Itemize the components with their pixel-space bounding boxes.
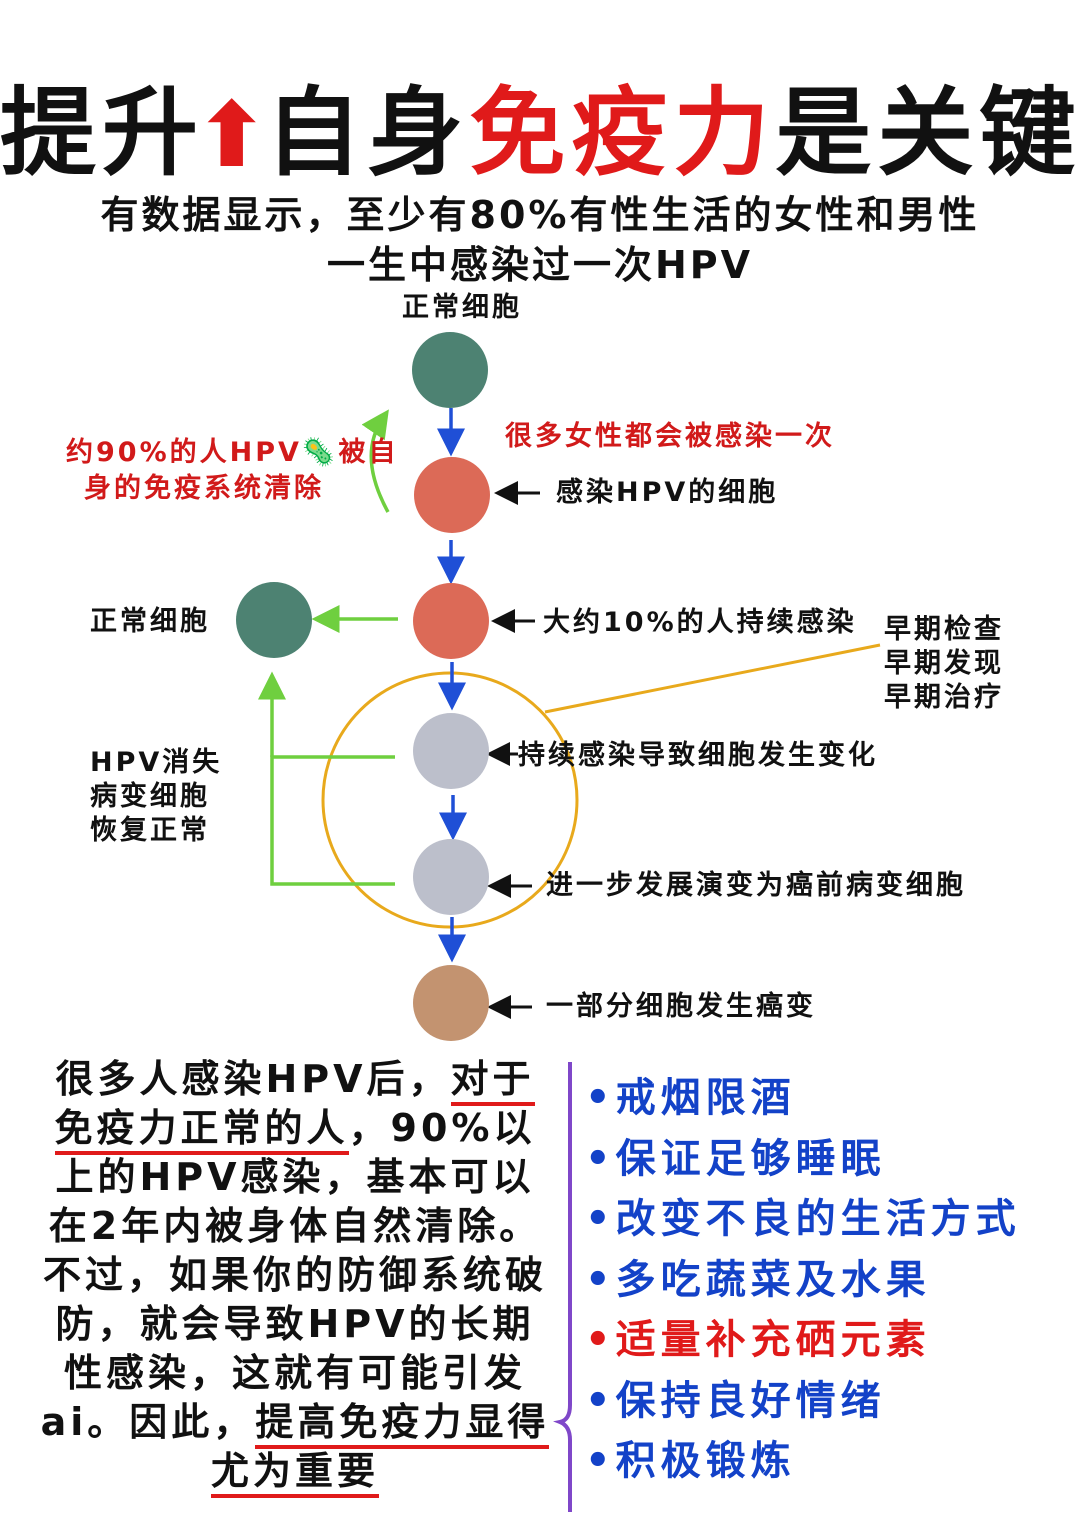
top-normal-label: 正常细胞 [402, 292, 522, 323]
para-underline-2b: 疫力显得尤为重要 [210, 1400, 550, 1498]
changed-cell [413, 713, 489, 789]
recover-line1: HPV消失 [90, 747, 223, 778]
left-normal-label: 正常细胞 [90, 606, 210, 637]
tip-item: •适量补充硒元素 [585, 1317, 931, 1363]
cleared-note-line2: 身的免疫系统清除 [84, 473, 324, 504]
infected-cell-label: 感染HPV的细胞 [556, 477, 779, 508]
title-part3: 是关键 [775, 77, 1080, 189]
up-arrow-icon: ⬆ [194, 83, 276, 188]
arrow-cleared-curve [361, 409, 390, 513]
title-part2: 自身 [265, 77, 470, 189]
tip-item: •保持良好情绪 [585, 1377, 886, 1424]
left-normal-cell [236, 582, 312, 658]
para-text-2: ，90%以上的HPV感染，基本可以在2年内被身体自然清除。不过，如果你的防御系统… [40, 1106, 547, 1444]
tip-item: •积极锻炼 [585, 1438, 796, 1484]
cancer-label: 一部分细胞发生癌变 [546, 991, 816, 1022]
tips-bracket [553, 1062, 572, 1512]
early-detection-connector [544, 643, 881, 714]
cancer-cell [413, 965, 489, 1041]
persistent-infected-cell [413, 583, 489, 659]
precancer-cell [413, 839, 489, 915]
page-title: 提升⬆自身免疫力是关键 [0, 78, 1080, 191]
persistent-label: 大约10%的人持续感染 [543, 607, 857, 638]
subtitle-line2: 一生中感染过一次HPV [326, 243, 754, 287]
para-underline-2a: 提高免 [255, 1400, 382, 1449]
tip-item: •多吃蔬菜及水果 [585, 1256, 931, 1303]
tips-list: •戒烟限酒 •保证足够睡眠 •改变不良的生活方式 •多吃蔬菜及水果 •适量补充硒… [585, 1068, 1021, 1492]
subtitle-line1: 有数据显示，至少有80%有性生活的女性和男性 [100, 193, 980, 237]
early-check-label: 早期检查 [884, 614, 1004, 645]
tip-item: •改变不良的生活方式 [585, 1196, 1021, 1242]
precancer-label: 进一步发展演变为癌前病变细胞 [546, 870, 966, 901]
arrow-recovery-bracket [270, 755, 395, 886]
early-find-label: 早期发现 [884, 648, 1004, 679]
early-detection-ring [321, 671, 579, 929]
title-highlight: 免疫力 [469, 77, 776, 189]
infected-cell [414, 457, 490, 533]
early-treat-label: 早期治疗 [884, 682, 1004, 713]
infect-note: 很多女性都会被感染一次 [505, 421, 835, 452]
change-label: 持续感染导致细胞发生变化 [518, 740, 878, 771]
para-text-1: 很多人感染HPV后， [55, 1057, 451, 1101]
recover-line3: 恢复正常 [90, 815, 210, 846]
para-underline-1b: 免疫力正常的人 [54, 1106, 349, 1155]
normal-cell [412, 332, 488, 408]
explanation-paragraph: 很多人感染HPV后，对于免疫力正常的人，90%以上的HPV感染，基本可以在2年内… [40, 1055, 550, 1498]
tip-item: •戒烟限酒 [585, 1075, 796, 1121]
title-part1: 提升 [0, 77, 204, 189]
tip-item: •保证足够睡眠 [585, 1135, 886, 1182]
para-underline-1a: 对于 [450, 1057, 535, 1106]
recover-line2: 病变细胞 [90, 781, 210, 812]
cleared-note-line1: 约90%的人HPV🦠被自 [66, 437, 399, 468]
